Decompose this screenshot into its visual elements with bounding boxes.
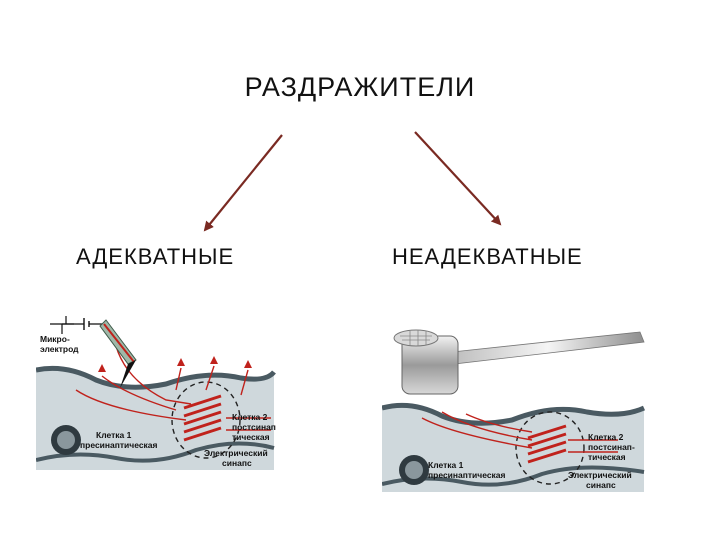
caption-synapse-2: синапс bbox=[222, 458, 252, 468]
caption-cell1-1-right: Клетка 1 bbox=[428, 460, 464, 470]
label-inadequate: НЕАДЕКВАТНЫЕ bbox=[392, 244, 583, 269]
label-adequate: АДЕКВАТНЫЕ bbox=[76, 244, 235, 269]
caption-microelectrode-1: Микро- bbox=[40, 334, 70, 344]
arrow-right bbox=[414, 131, 502, 226]
page-title: РАЗДРАЖИТЕЛИ bbox=[244, 72, 476, 102]
caption-cell1-2-right: пресинаптическая bbox=[428, 470, 506, 480]
adequate-stimulus-figure: Микро- электрод Клетка 1 пресинаптическа… bbox=[35, 300, 279, 470]
caption-synapse-1: Электрический bbox=[204, 448, 268, 458]
caption-cell2-3: тическая bbox=[232, 432, 270, 442]
caption-synapse-2-right: синапс bbox=[586, 480, 616, 490]
caption-cell2-2: постсинап- bbox=[232, 422, 276, 432]
caption-synapse-1-right: Электрический bbox=[568, 470, 632, 480]
caption-cell2-1: Клетка 2 bbox=[232, 412, 268, 422]
caption-cell2-3-right: тическая bbox=[588, 452, 626, 462]
caption-cell1-2: пресинаптическая bbox=[80, 440, 158, 450]
inadequate-stimulus-figure: Клетка 1 пресинаптическая Клетка 2 постс… bbox=[381, 322, 646, 492]
arrow-left bbox=[203, 134, 283, 232]
caption-microelectrode-2: электрод bbox=[40, 344, 79, 354]
caption-cell1-1: Клетка 1 bbox=[96, 430, 132, 440]
caption-cell2-1-right: Клетка 2 bbox=[588, 432, 624, 442]
caption-cell2-2-right: постсинап- bbox=[588, 442, 635, 452]
